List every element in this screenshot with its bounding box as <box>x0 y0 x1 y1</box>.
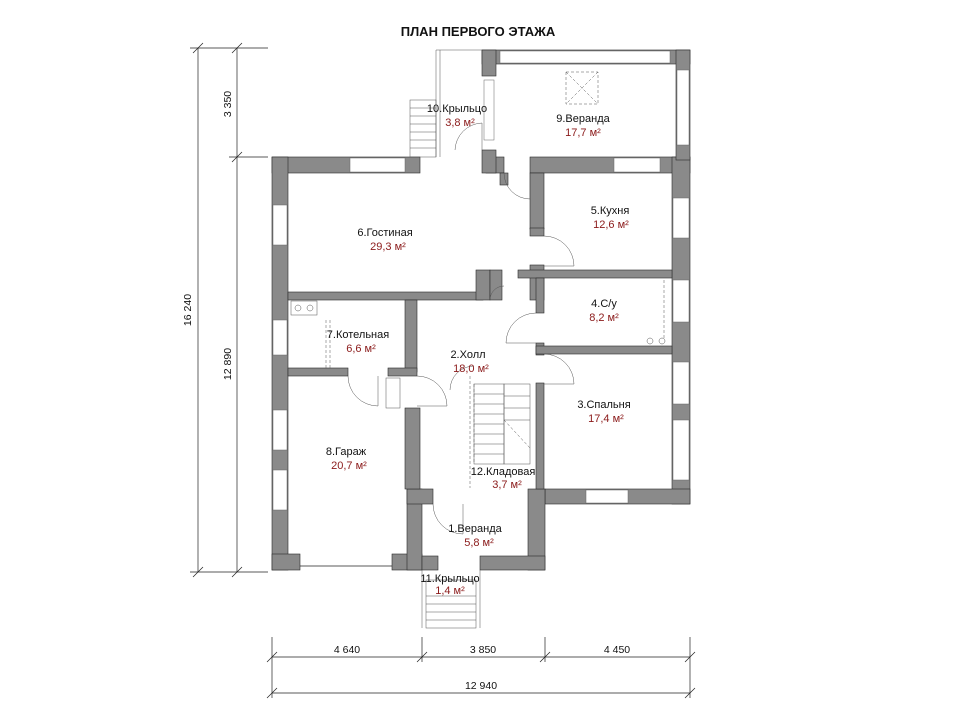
wall-north-right <box>529 156 691 174</box>
room-name-8: 8.Гараж <box>326 446 367 458</box>
room-name-9: 9.Веранда <box>556 113 610 125</box>
room-area-7: 6,6 м² <box>346 343 376 355</box>
window-bedroom-south <box>585 489 629 504</box>
room-area-11: 1,4 м² <box>435 585 465 597</box>
room-area-10: 3,8 м² <box>445 117 475 129</box>
wall-wc-south <box>535 345 673 355</box>
dim-vertical-top: 3 350 <box>222 91 234 117</box>
wall-veranda-top-w2 <box>481 149 497 174</box>
window-wc-east <box>672 279 690 323</box>
dim-vertical-main: 12 890 <box>222 348 234 380</box>
porch-stairs-top <box>409 99 437 158</box>
boiler-fixture <box>290 300 318 316</box>
walls <box>271 49 691 571</box>
wall-veranda-sw <box>421 555 439 571</box>
dim-horizontal-right: 4 450 <box>604 644 630 656</box>
room-name-6: 6.Гостиная <box>357 227 412 239</box>
wall-bedroom-west <box>535 382 545 490</box>
window-kitchen-north <box>613 157 661 173</box>
wall-wc-west <box>535 277 545 314</box>
wall-south-garage-left <box>271 553 301 571</box>
dim-vertical-total: 16 240 <box>182 294 194 326</box>
wall-kitchen-south <box>517 269 673 279</box>
wall-veranda-top-w1 <box>481 49 497 77</box>
room-name-3: 3.Спальня <box>577 399 630 411</box>
wall-boiler-south2 <box>387 367 418 377</box>
room-area-9: 17,7 м² <box>565 127 601 139</box>
dim-horizontal-mid: 3 850 <box>470 644 496 656</box>
window-boiler-west <box>272 319 288 356</box>
garage-step <box>385 377 401 409</box>
wall-living-south <box>287 291 484 301</box>
wall-veranda-se <box>479 555 546 571</box>
dim-horizontal-total: 12 940 <box>465 680 497 692</box>
room-area-1: 5,8 м² <box>464 537 494 549</box>
door-swing-bedroom <box>543 353 575 385</box>
ceiling-hatch <box>565 71 599 105</box>
porch-stairs-bottom <box>421 570 481 629</box>
room-area-3: 17,4 м² <box>588 413 624 425</box>
room-name-4: 4.С/у <box>591 298 617 310</box>
room-labels: 10.Крыльцо 3,8 м² 9.Веранда 17,7 м² 6.Го… <box>326 103 631 597</box>
room-area-4: 8,2 м² <box>589 312 619 324</box>
door-swing-porch <box>454 122 483 151</box>
window-garage-west1 <box>272 409 288 451</box>
room-name-10: 10.Крыльцо <box>427 103 487 115</box>
wall-boiler-east <box>404 299 418 373</box>
window-kitchen-east <box>672 197 690 239</box>
wall-garage-east <box>404 407 421 490</box>
wc-fixture <box>646 337 654 345</box>
door-swing-garage <box>416 375 448 407</box>
window-bedroom-east1 <box>672 361 690 405</box>
room-area-6: 29,3 м² <box>370 241 406 253</box>
wall-living-stub <box>475 269 491 301</box>
room-name-5: 5.Кухня <box>591 205 630 217</box>
room-area-5: 12,6 м² <box>593 219 629 231</box>
room-area-2: 18,0 м² <box>453 363 489 375</box>
wall-veranda-nw <box>406 488 434 505</box>
details <box>290 49 666 629</box>
room-name-1: 1.Веранда <box>448 523 502 535</box>
door-swing-kitchen <box>543 235 575 267</box>
hall-stairs <box>469 376 531 488</box>
dimension-lines: 16 240 3 350 12 890 4 640 3 850 4 450 12… <box>182 42 696 699</box>
room-name-2: 2.Холл <box>450 349 485 361</box>
wall-living-stub2 <box>489 269 503 301</box>
wall-boiler-south <box>287 367 349 377</box>
window-bedroom-east2 <box>672 419 690 481</box>
room-name-7: 7.Котельная <box>327 329 389 341</box>
window-veranda-north <box>499 50 671 64</box>
door-swing-veranda <box>432 503 464 535</box>
wall-kitchen-west-mid <box>529 227 545 237</box>
room-area-12: 3,7 м² <box>492 479 522 491</box>
room-name-12: 12.Кладовая <box>471 466 536 478</box>
window-veranda-east <box>676 69 690 146</box>
door-swing-living <box>503 172 531 200</box>
door-swing-hall <box>489 285 505 301</box>
window-living-north <box>349 157 406 173</box>
window-living-west <box>272 204 288 246</box>
window-garage-west2 <box>272 469 288 511</box>
windows <box>272 50 690 511</box>
door-swing-boiler <box>347 375 379 407</box>
plan-title: ПЛАН ПЕРВОГО ЭТАЖА <box>401 24 556 39</box>
window-veranda-west <box>483 79 495 141</box>
wall-kitchen-west-top <box>529 172 545 230</box>
dim-horizontal-left: 4 640 <box>334 644 360 656</box>
door-swing-stair <box>449 365 475 391</box>
room-area-8: 20,7 м² <box>331 460 367 472</box>
room-name-11: 11.Крыльцо <box>420 573 479 585</box>
door-swing-wc <box>505 312 537 344</box>
